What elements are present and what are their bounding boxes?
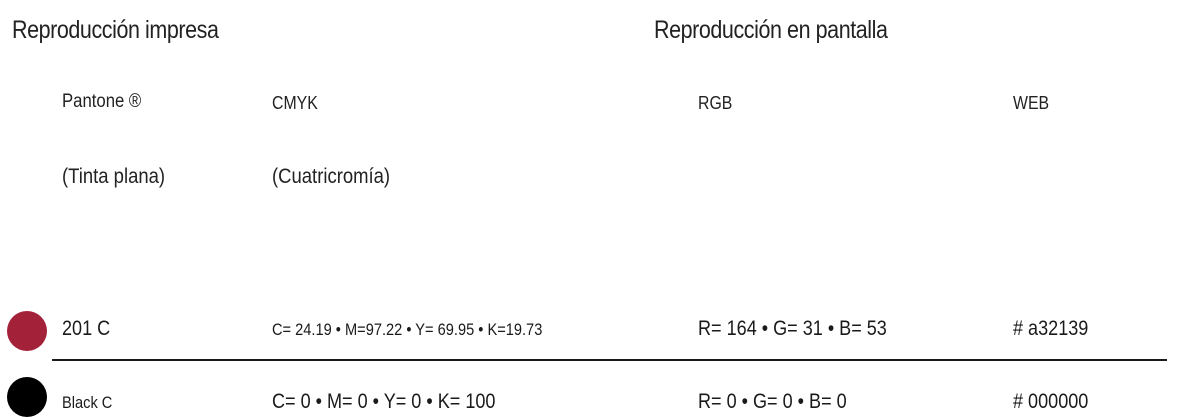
cmyk-value: C= 24.19 • M=97.22 • Y= 69.95 • K=19.73 bbox=[272, 320, 543, 339]
column-subheader-cmyk: (Cuatricromía) bbox=[272, 165, 391, 188]
color-swatch bbox=[7, 377, 47, 417]
row-divider bbox=[52, 359, 1167, 361]
pantone-value: Black C bbox=[62, 393, 113, 412]
cmyk-value: C= 0 • M= 0 • Y= 0 • K= 100 bbox=[272, 390, 496, 413]
web-value: # 000000 bbox=[1013, 390, 1089, 413]
rgb-value: R= 0 • G= 0 • B= 0 bbox=[698, 390, 847, 413]
pantone-value: 201 C bbox=[62, 317, 111, 340]
column-header-cmyk: CMYK bbox=[272, 93, 318, 113]
web-value: # a32139 bbox=[1013, 317, 1089, 340]
column-header-pantone: Pantone ® bbox=[62, 91, 142, 112]
screen-section-title: Reproducción en pantalla bbox=[654, 16, 888, 44]
column-header-web: WEB bbox=[1013, 93, 1050, 113]
print-section-title: Reproducción impresa bbox=[12, 16, 219, 44]
column-subheader-pantone: (Tinta plana) bbox=[62, 165, 166, 188]
color-swatch bbox=[7, 311, 47, 351]
rgb-value: R= 164 • G= 31 • B= 53 bbox=[698, 317, 887, 340]
column-header-rgb: RGB bbox=[698, 93, 733, 113]
